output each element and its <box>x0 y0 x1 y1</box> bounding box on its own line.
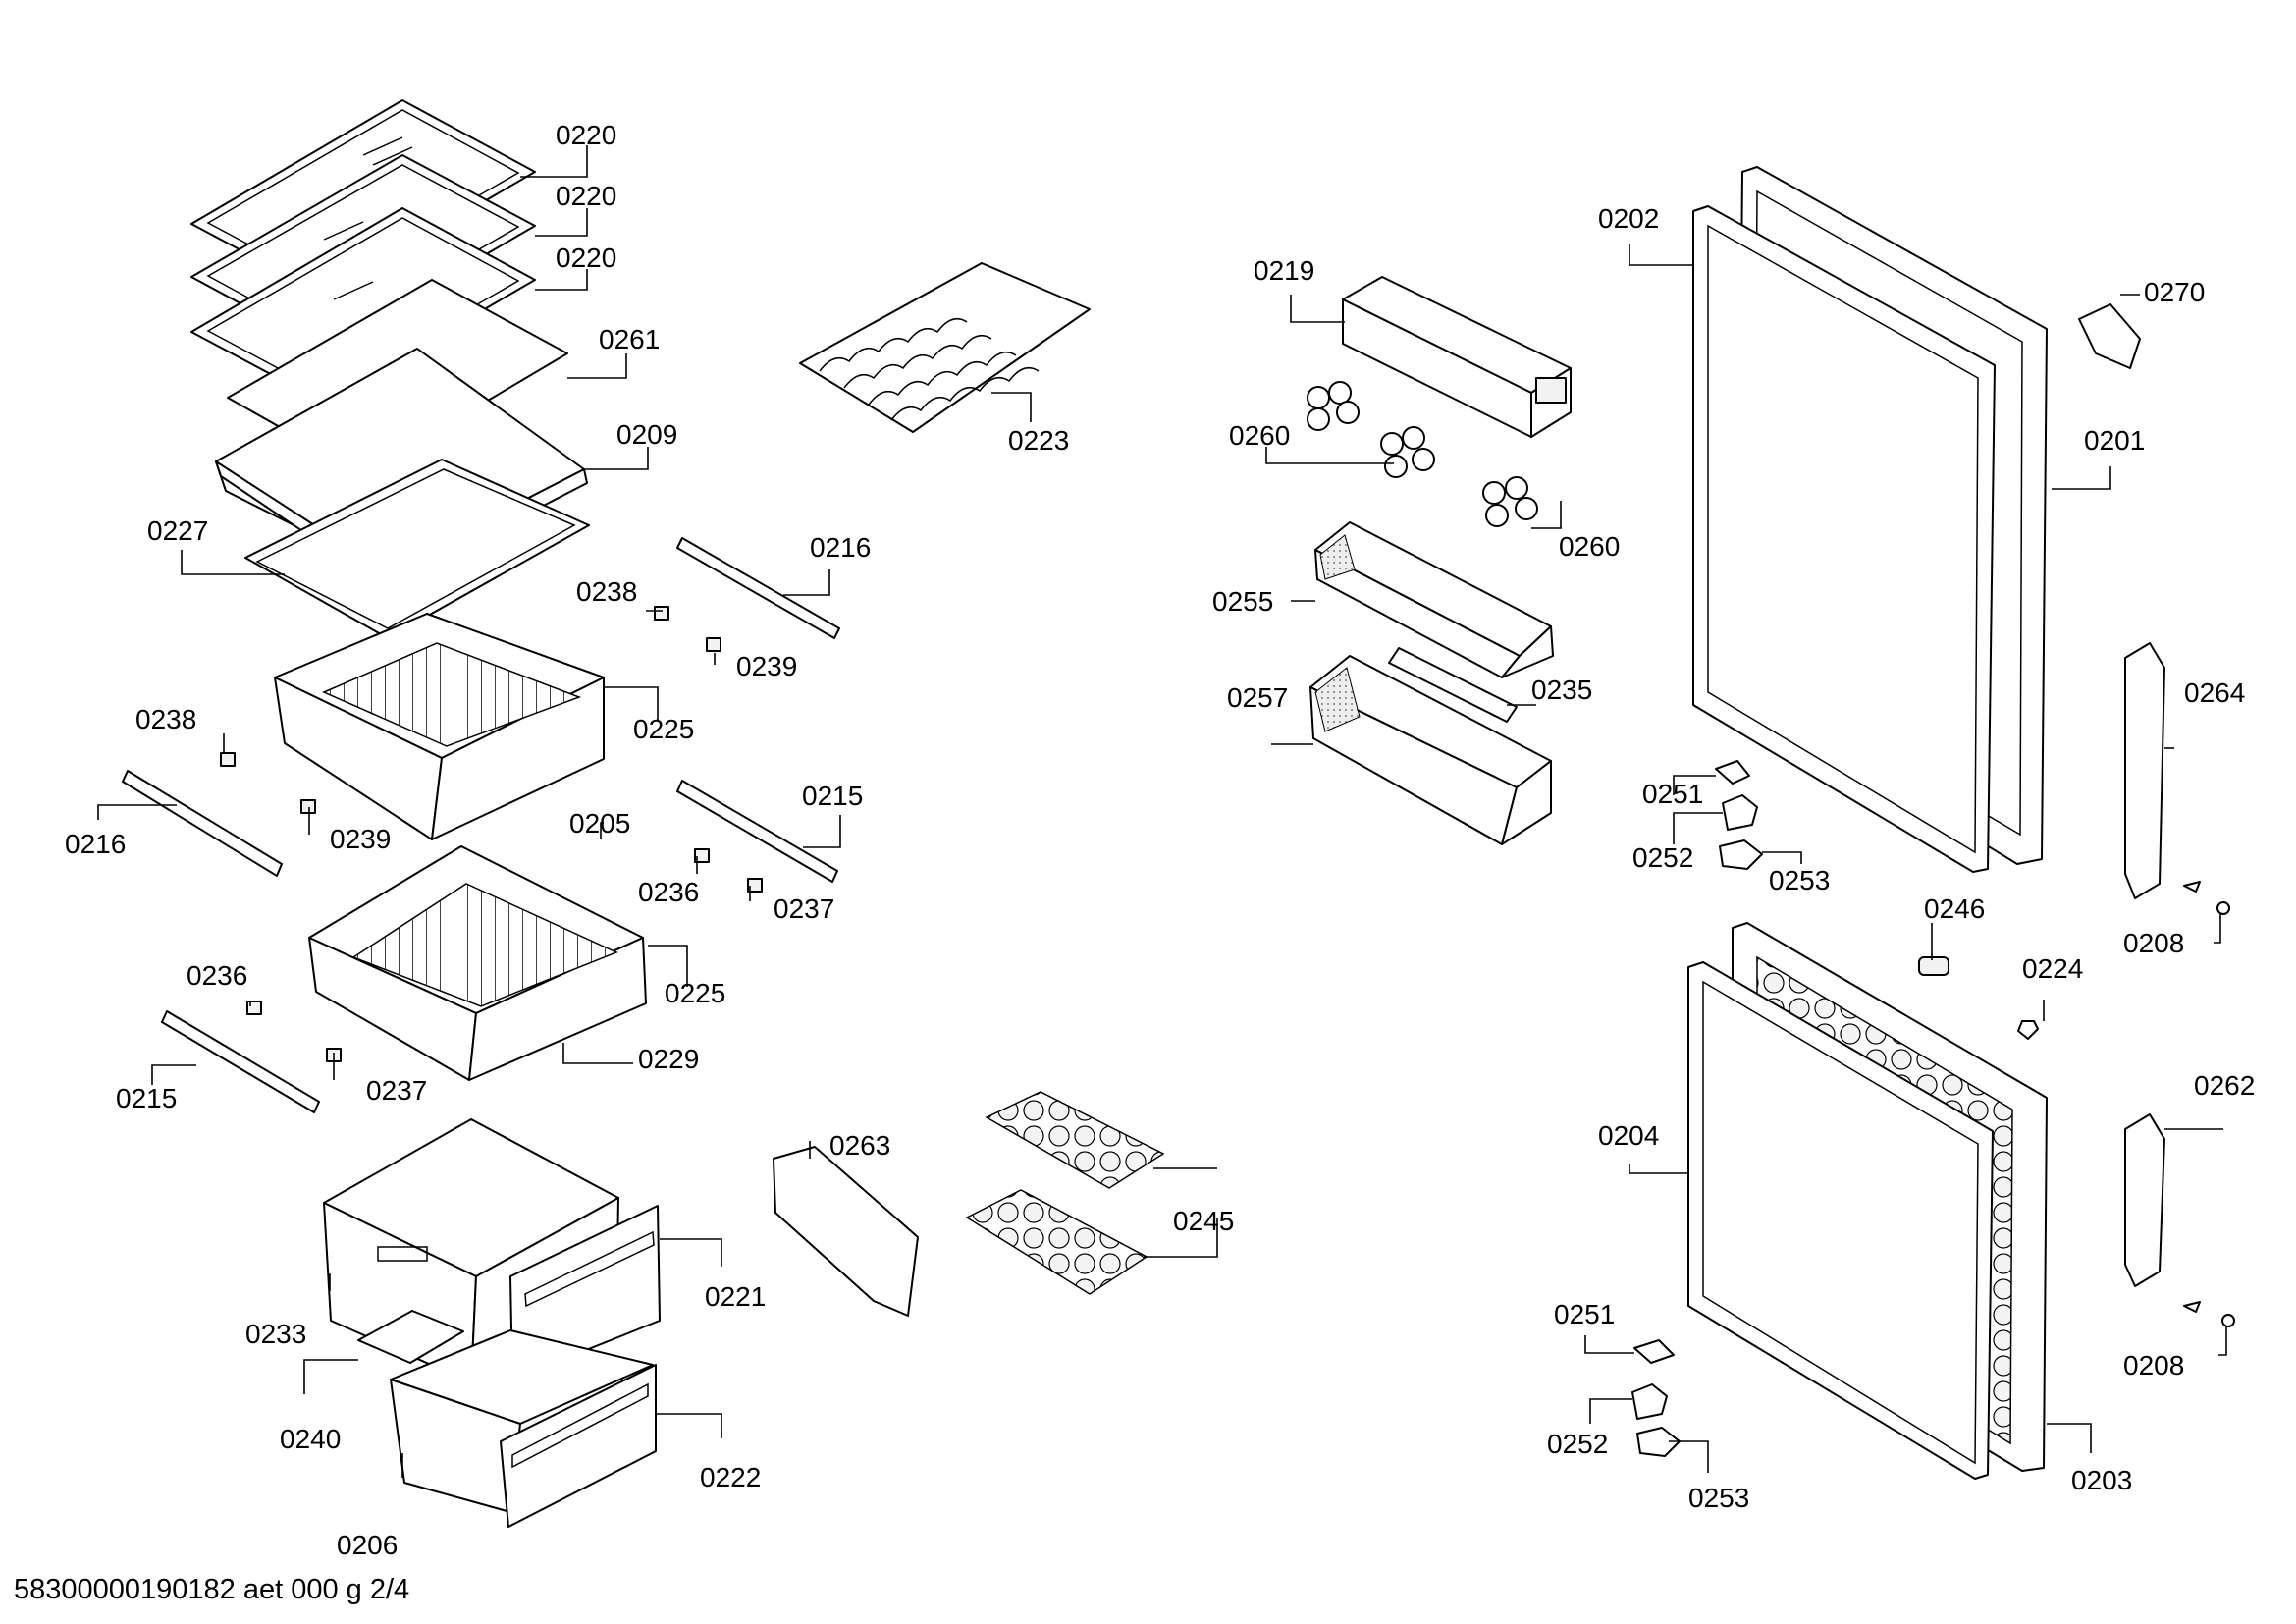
label-0253-b: 0253 <box>1688 1483 1749 1513</box>
label-0253-a: 0253 <box>1769 865 1830 895</box>
label-0208-b: 0208 <box>2123 1350 2184 1380</box>
part-labels: 0220 0220 0220 0261 0209 0227 0216 0238 … <box>65 120 2255 1560</box>
freezer-drawer-lower <box>390 1329 657 1528</box>
label-0255: 0255 <box>1212 586 1273 617</box>
label-0223: 0223 <box>1008 425 1069 456</box>
rail-right-upper <box>676 537 840 639</box>
label-0215-a: 0215 <box>802 781 863 811</box>
label-0233: 0233 <box>245 1319 306 1349</box>
label-0219: 0219 <box>1254 255 1314 286</box>
label-0264: 0264 <box>2184 677 2245 708</box>
label-0205: 0205 <box>569 808 630 839</box>
rail-left-lower <box>161 1010 320 1113</box>
label-0260-b: 0260 <box>1559 531 1620 562</box>
label-0251-b: 0251 <box>1554 1299 1615 1329</box>
label-0263: 0263 <box>829 1130 890 1161</box>
fridge-door-gasket <box>1692 205 1996 873</box>
label-0257: 0257 <box>1227 682 1288 713</box>
door-bin-divider <box>1388 647 1518 723</box>
display-module <box>2078 303 2141 369</box>
door-handle-upper <box>2124 642 2165 899</box>
ice-tray-upper <box>985 1091 1165 1189</box>
door-handle-lower <box>2124 1113 2165 1287</box>
label-0238-b: 0238 <box>135 704 196 734</box>
label-0245: 0245 <box>1173 1206 1234 1236</box>
door-bin-lower <box>1309 655 1552 845</box>
label-0270: 0270 <box>2144 277 2205 307</box>
drawer-lower <box>308 845 647 1081</box>
door-bin-upper <box>1314 521 1554 678</box>
wine-rack <box>799 262 1091 433</box>
label-0252-a: 0252 <box>1632 842 1693 873</box>
label-0202: 0202 <box>1598 203 1659 234</box>
label-0240: 0240 <box>280 1424 341 1454</box>
cold-plate <box>773 1146 919 1317</box>
label-0227: 0227 <box>147 515 208 546</box>
label-0222: 0222 <box>700 1462 761 1492</box>
label-0224: 0224 <box>2022 953 2083 984</box>
label-0229: 0229 <box>638 1044 699 1074</box>
label-0221: 0221 <box>705 1281 766 1312</box>
label-0262: 0262 <box>2194 1070 2255 1101</box>
label-0225-b: 0225 <box>665 978 725 1008</box>
label-0237-b: 0237 <box>366 1075 427 1106</box>
dairy-compartment <box>1342 276 1572 438</box>
label-0220-a: 0220 <box>556 120 616 150</box>
document-reference: 58300000190182 aet 000 g 2/4 <box>14 1574 409 1605</box>
label-0246: 0246 <box>1924 893 1985 924</box>
label-0208-a: 0208 <box>2123 928 2184 958</box>
label-0204: 0204 <box>1598 1120 1659 1151</box>
label-0236-a: 0236 <box>638 877 699 907</box>
cover-frame <box>244 459 590 639</box>
label-0251-a: 0251 <box>1642 779 1703 809</box>
label-0237-a: 0237 <box>774 893 834 924</box>
label-0236-b: 0236 <box>187 960 247 991</box>
rail-left-upper <box>122 770 283 877</box>
label-0220-b: 0220 <box>556 181 616 211</box>
label-0252-b: 0252 <box>1547 1429 1608 1459</box>
label-0261: 0261 <box>599 324 660 354</box>
label-0216-b: 0216 <box>65 829 126 859</box>
label-0209: 0209 <box>616 419 677 450</box>
drawer-upper <box>274 613 605 840</box>
ice-tray-lower <box>965 1189 1148 1295</box>
label-0239-a: 0239 <box>736 651 797 681</box>
label-0260-a: 0260 <box>1229 420 1290 451</box>
hinge-parts <box>1631 760 2235 1457</box>
label-0225-a: 0225 <box>633 714 694 744</box>
freezer-divider <box>357 1310 464 1364</box>
leader-lines <box>97 145 2227 1478</box>
label-0238-a: 0238 <box>576 576 637 607</box>
label-0201: 0201 <box>2084 425 2145 456</box>
label-0216-a: 0216 <box>810 532 871 563</box>
label-0220-c: 0220 <box>556 243 616 273</box>
label-0235: 0235 <box>1531 675 1592 705</box>
rail-right-lower <box>676 780 838 883</box>
label-0203: 0203 <box>2071 1465 2132 1495</box>
freezer-door-gasket <box>1687 961 1994 1480</box>
label-0206: 0206 <box>337 1530 398 1560</box>
label-0215-b: 0215 <box>116 1083 177 1113</box>
egg-holders <box>1307 381 1538 527</box>
label-0239-b: 0239 <box>330 824 391 854</box>
